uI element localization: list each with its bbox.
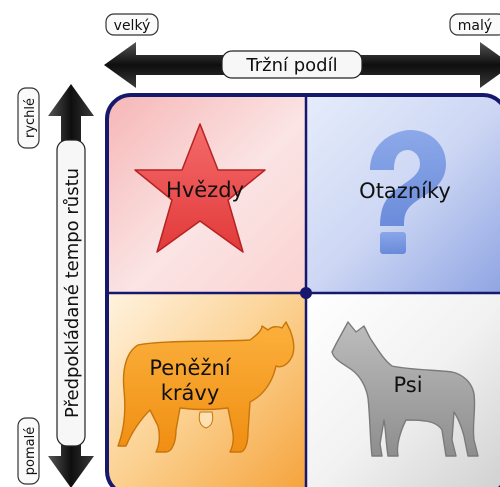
quadrant-dogs-label: Psi [393,373,422,397]
quadrant-stars-label: Hvězdy [166,178,244,202]
growth-fast-label: rychlé [23,98,38,138]
growth-axis-arrow: Předpokládané tempo růstu [48,84,94,487]
growth-axis-title: Předpokládané tempo růstu [62,168,83,418]
quadrant-cash-cows-label-line2: krávy [161,381,220,405]
growth-fast-pill: rychlé [17,87,40,149]
quadrant-cash-cows-label-line1: Peněžní [149,356,231,380]
market-share-large-label: velký [114,18,151,34]
market-share-large-pill: velký [105,13,159,36]
growth-slow-label: pomalé [23,427,38,475]
quadrant-question-marks-label: Otazníky [359,179,451,203]
dog-icon [331,321,479,457]
cow-icon [117,321,295,453]
matrix-center-dot [300,287,312,299]
market-share-axis-title: Tržní podíl [245,55,337,76]
market-share-small-label: malý [458,18,492,34]
market-share-axis-arrow: Tržní podíl [104,42,500,88]
growth-slow-pill: pomalé [17,417,40,485]
matrix-quadrants [107,95,500,487]
matrix-border [105,93,500,487]
star-icon [134,123,266,253]
question-mark-icon [370,130,446,254]
market-share-small-pill: malý [449,13,500,36]
